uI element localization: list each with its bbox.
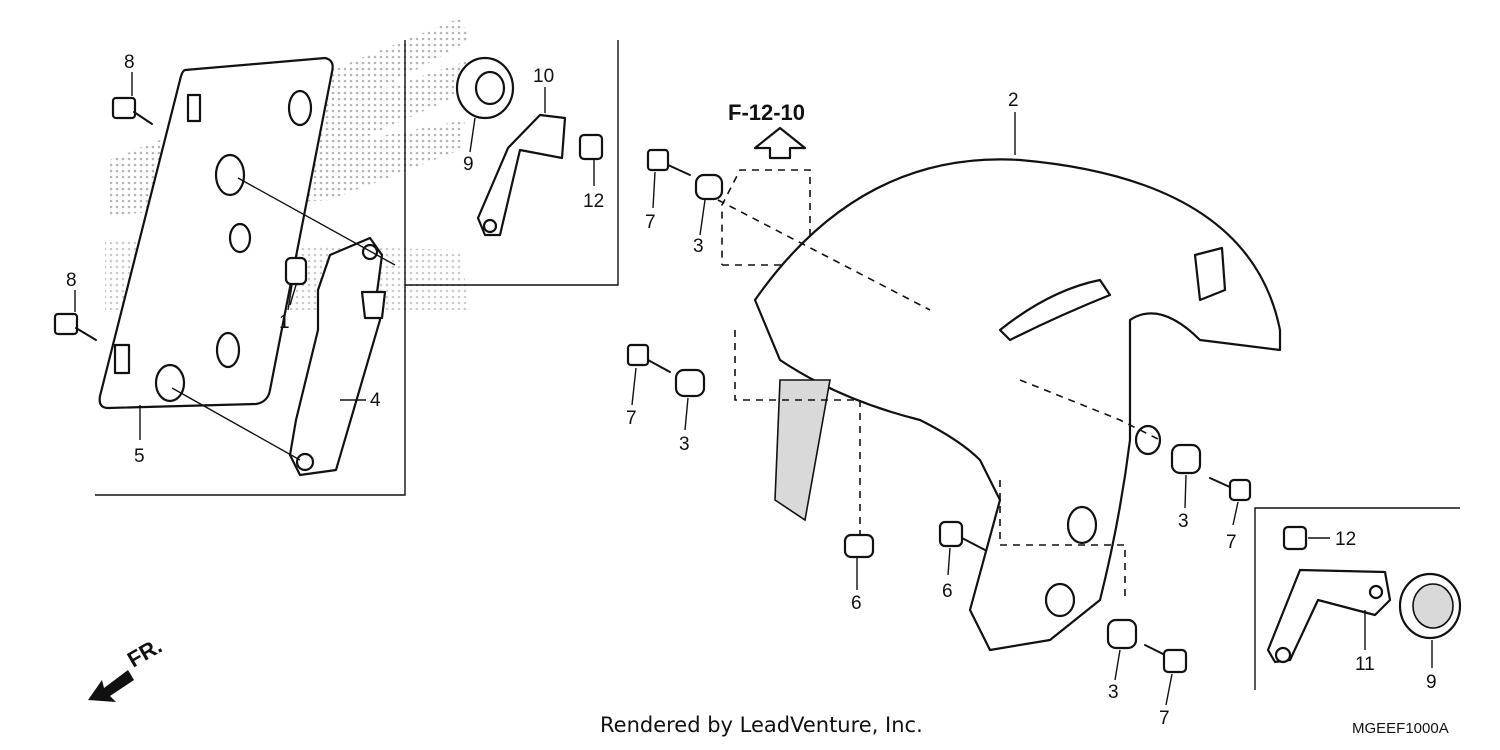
direction-label: FR. (123, 633, 166, 672)
callout-3-d: 3 (1108, 682, 1119, 703)
callouts: 8 8 1 4 5 9 10 12 2 7 3 7 3 6 6 3 7 3 7 … (66, 52, 1437, 729)
part-7-bolt-c (1209, 477, 1252, 502)
front-direction-arrow (88, 670, 134, 702)
part-7-bolt-b (626, 343, 671, 373)
part-3-grommet-b (674, 368, 706, 398)
part-8-bolt-upper (111, 96, 153, 125)
callout-11: 11 (1355, 654, 1375, 675)
part-3-grommet-c (1170, 443, 1202, 475)
part-4-bracket (171, 177, 396, 477)
callout-7-a: 7 (645, 212, 656, 233)
diagram-code: MGEEF1000A (1352, 720, 1449, 737)
part-6-collar-b (938, 520, 986, 551)
fender-leaders (717, 199, 1161, 600)
left-panel-frame (95, 40, 619, 496)
part-1-collar (284, 256, 308, 306)
part-12-nut-top (578, 133, 604, 161)
callout-leaders (74, 72, 1433, 706)
part-8-bolt-lower (53, 312, 97, 341)
part-9-grommet-top (455, 56, 515, 120)
callout-6-b: 6 (942, 581, 953, 602)
part-2-fender (753, 158, 1282, 652)
right-panel-frame (1254, 507, 1460, 690)
callout-12-bottom: 12 (1335, 529, 1356, 550)
part-6-collar-a (843, 533, 875, 559)
reference-arrow (721, 126, 811, 266)
part-5-plate (98, 56, 334, 410)
part-7-bolt-a (646, 148, 691, 176)
callout-3-a: 3 (693, 236, 704, 257)
callout-6-a: 6 (851, 593, 862, 614)
footer-credit: Rendered by LeadVenture, Inc. (600, 713, 923, 737)
callout-10: 10 (533, 66, 554, 87)
part-12-nut-bottom (1282, 525, 1308, 551)
callout-5: 5 (134, 446, 145, 467)
callout-7-d: 7 (1159, 708, 1170, 729)
callout-9-bottom: 9 (1426, 672, 1437, 693)
callout-7-c: 7 (1226, 532, 1237, 553)
callout-7-b: 7 (626, 408, 637, 429)
part-10-stay (476, 113, 567, 237)
part-9-grommet-bottom (1398, 572, 1462, 640)
callout-8-upper: 8 (124, 52, 135, 73)
reference-label: F-12-10 (728, 100, 805, 125)
part-3-grommet-a (694, 173, 724, 201)
part-11-stay (1266, 568, 1392, 664)
part-3-grommet-d (1106, 618, 1138, 650)
callout-8-lower: 8 (66, 270, 77, 291)
part-7-bolt-d (1144, 644, 1188, 674)
callout-3-b: 3 (679, 434, 690, 455)
callout-3-c: 3 (1178, 511, 1189, 532)
callout-1: 1 (279, 312, 290, 333)
callout-4: 4 (370, 390, 381, 411)
callout-12-top: 12 (583, 191, 604, 212)
callout-9-top: 9 (463, 154, 474, 175)
callout-2: 2 (1008, 90, 1019, 111)
